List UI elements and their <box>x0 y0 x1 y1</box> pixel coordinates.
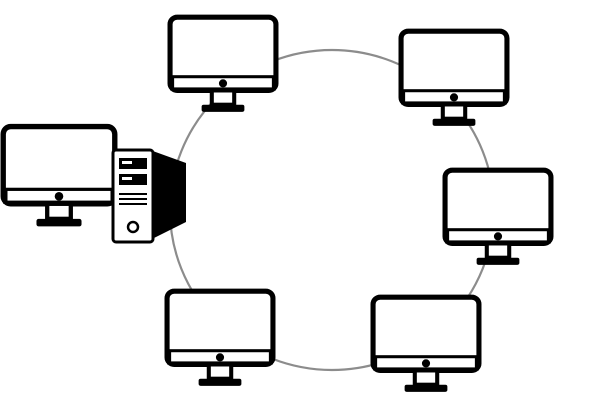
monitor-icon <box>445 170 551 265</box>
monitor-icon <box>401 31 507 126</box>
monitor-icon <box>373 297 479 392</box>
workstation-top-left <box>170 17 276 112</box>
monitor-icon <box>167 291 273 386</box>
workstation-right <box>445 170 551 265</box>
server-tower-icon <box>111 148 186 244</box>
workstation-bottom-left <box>167 291 273 386</box>
server-workstation <box>3 127 186 244</box>
monitor-icon <box>170 17 276 112</box>
workstation-top-right <box>401 31 507 126</box>
server-monitor-icon <box>3 127 115 227</box>
workstation-bottom-right <box>373 297 479 392</box>
